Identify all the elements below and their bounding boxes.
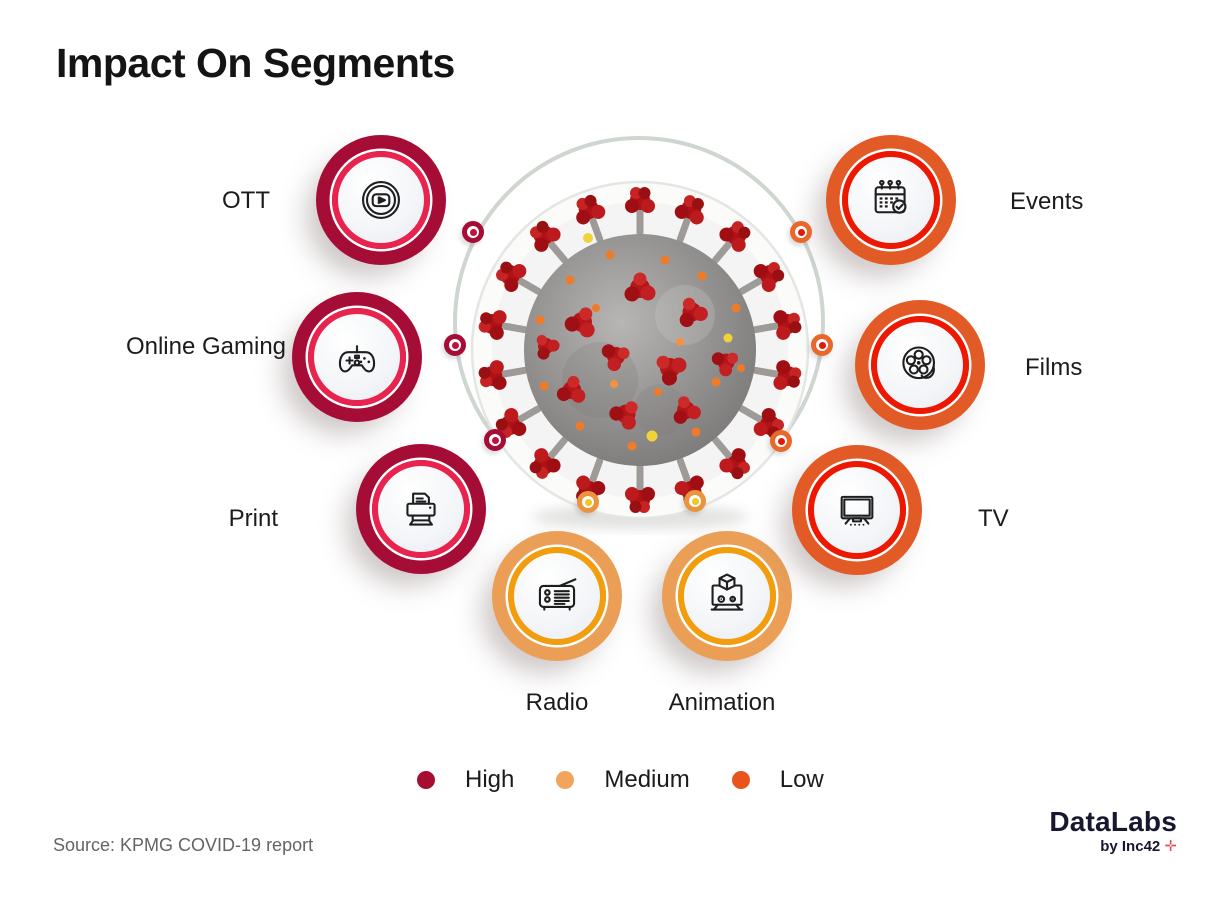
segment-label-radio: Radio bbox=[525, 689, 589, 716]
legend-dot-low bbox=[731, 771, 750, 789]
coronavirus-image bbox=[470, 180, 810, 529]
segment-label-animation: Animation bbox=[668, 689, 776, 716]
segment-label-ott: OTT bbox=[222, 187, 270, 214]
gamepad-icon bbox=[338, 345, 376, 373]
datalabs-logo: DataLabs by Inc42 ✛ bbox=[1049, 806, 1177, 855]
connector-dot-animation bbox=[684, 490, 706, 512]
segment-label-print: Print bbox=[228, 505, 278, 532]
legend: High Medium Low bbox=[417, 766, 866, 794]
segment-circle-animation bbox=[662, 531, 792, 661]
segment-circle-ott bbox=[316, 135, 446, 265]
source-text: Source: KPMG COVID-19 report bbox=[53, 835, 314, 855]
legend-dot-high bbox=[417, 771, 435, 789]
segment-circle-films bbox=[855, 300, 985, 430]
connector-dot-radio bbox=[577, 491, 599, 513]
page-title: Impact On Segments bbox=[56, 40, 455, 86]
logo-byline: by Inc42 ✛ bbox=[1049, 837, 1177, 855]
connector-dot-ott bbox=[462, 221, 484, 243]
segment-circle-tv bbox=[792, 445, 922, 575]
events-icon-disc bbox=[842, 151, 940, 249]
radio-icon-disc bbox=[508, 547, 606, 645]
segment-circle-radio bbox=[492, 531, 622, 661]
connector-dot-print bbox=[484, 429, 506, 451]
segment-circle-print bbox=[356, 444, 486, 574]
radio-icon bbox=[538, 578, 577, 611]
connector-dot-tv bbox=[770, 430, 792, 452]
segment-label-films: Films bbox=[1025, 354, 1083, 381]
connector-dot-films bbox=[811, 334, 833, 356]
plus-icon: ✛ bbox=[1164, 838, 1177, 855]
legend-item-medium: Medium bbox=[556, 766, 690, 794]
legend-label-low: Low bbox=[779, 766, 824, 793]
connector-dot-online-gaming bbox=[444, 334, 466, 356]
calendar-check-icon bbox=[874, 179, 907, 214]
segment-label-online-gaming: Online Gaming bbox=[125, 333, 287, 360]
printer-icon bbox=[406, 492, 436, 526]
print-icon-disc bbox=[372, 460, 470, 558]
logo-brand: DataLabs bbox=[1049, 806, 1177, 837]
legend-dot-medium bbox=[556, 771, 575, 789]
tv-icon bbox=[840, 495, 874, 526]
segment-circle-events bbox=[826, 135, 956, 265]
films-icon-disc bbox=[871, 316, 969, 414]
legend-item-high: High bbox=[417, 766, 514, 794]
animation-icon bbox=[710, 573, 744, 611]
logo-byline-text: by Inc42 bbox=[1100, 838, 1161, 855]
segment-label-events: Events bbox=[1010, 188, 1084, 215]
tv-icon-disc bbox=[808, 461, 906, 559]
online-gaming-icon-disc bbox=[308, 308, 406, 406]
animation-icon-disc bbox=[678, 547, 776, 645]
legend-item-low: Low bbox=[731, 766, 824, 794]
legend-label-high: High bbox=[465, 766, 515, 793]
segment-label-tv: TV bbox=[978, 505, 1009, 532]
legend-label-medium: Medium bbox=[604, 766, 690, 793]
film-reel-icon bbox=[902, 346, 936, 380]
ott-icon-disc bbox=[332, 151, 430, 249]
connector-dot-events bbox=[790, 221, 812, 243]
segment-circle-online-gaming bbox=[292, 292, 422, 422]
play-icon bbox=[362, 181, 400, 219]
